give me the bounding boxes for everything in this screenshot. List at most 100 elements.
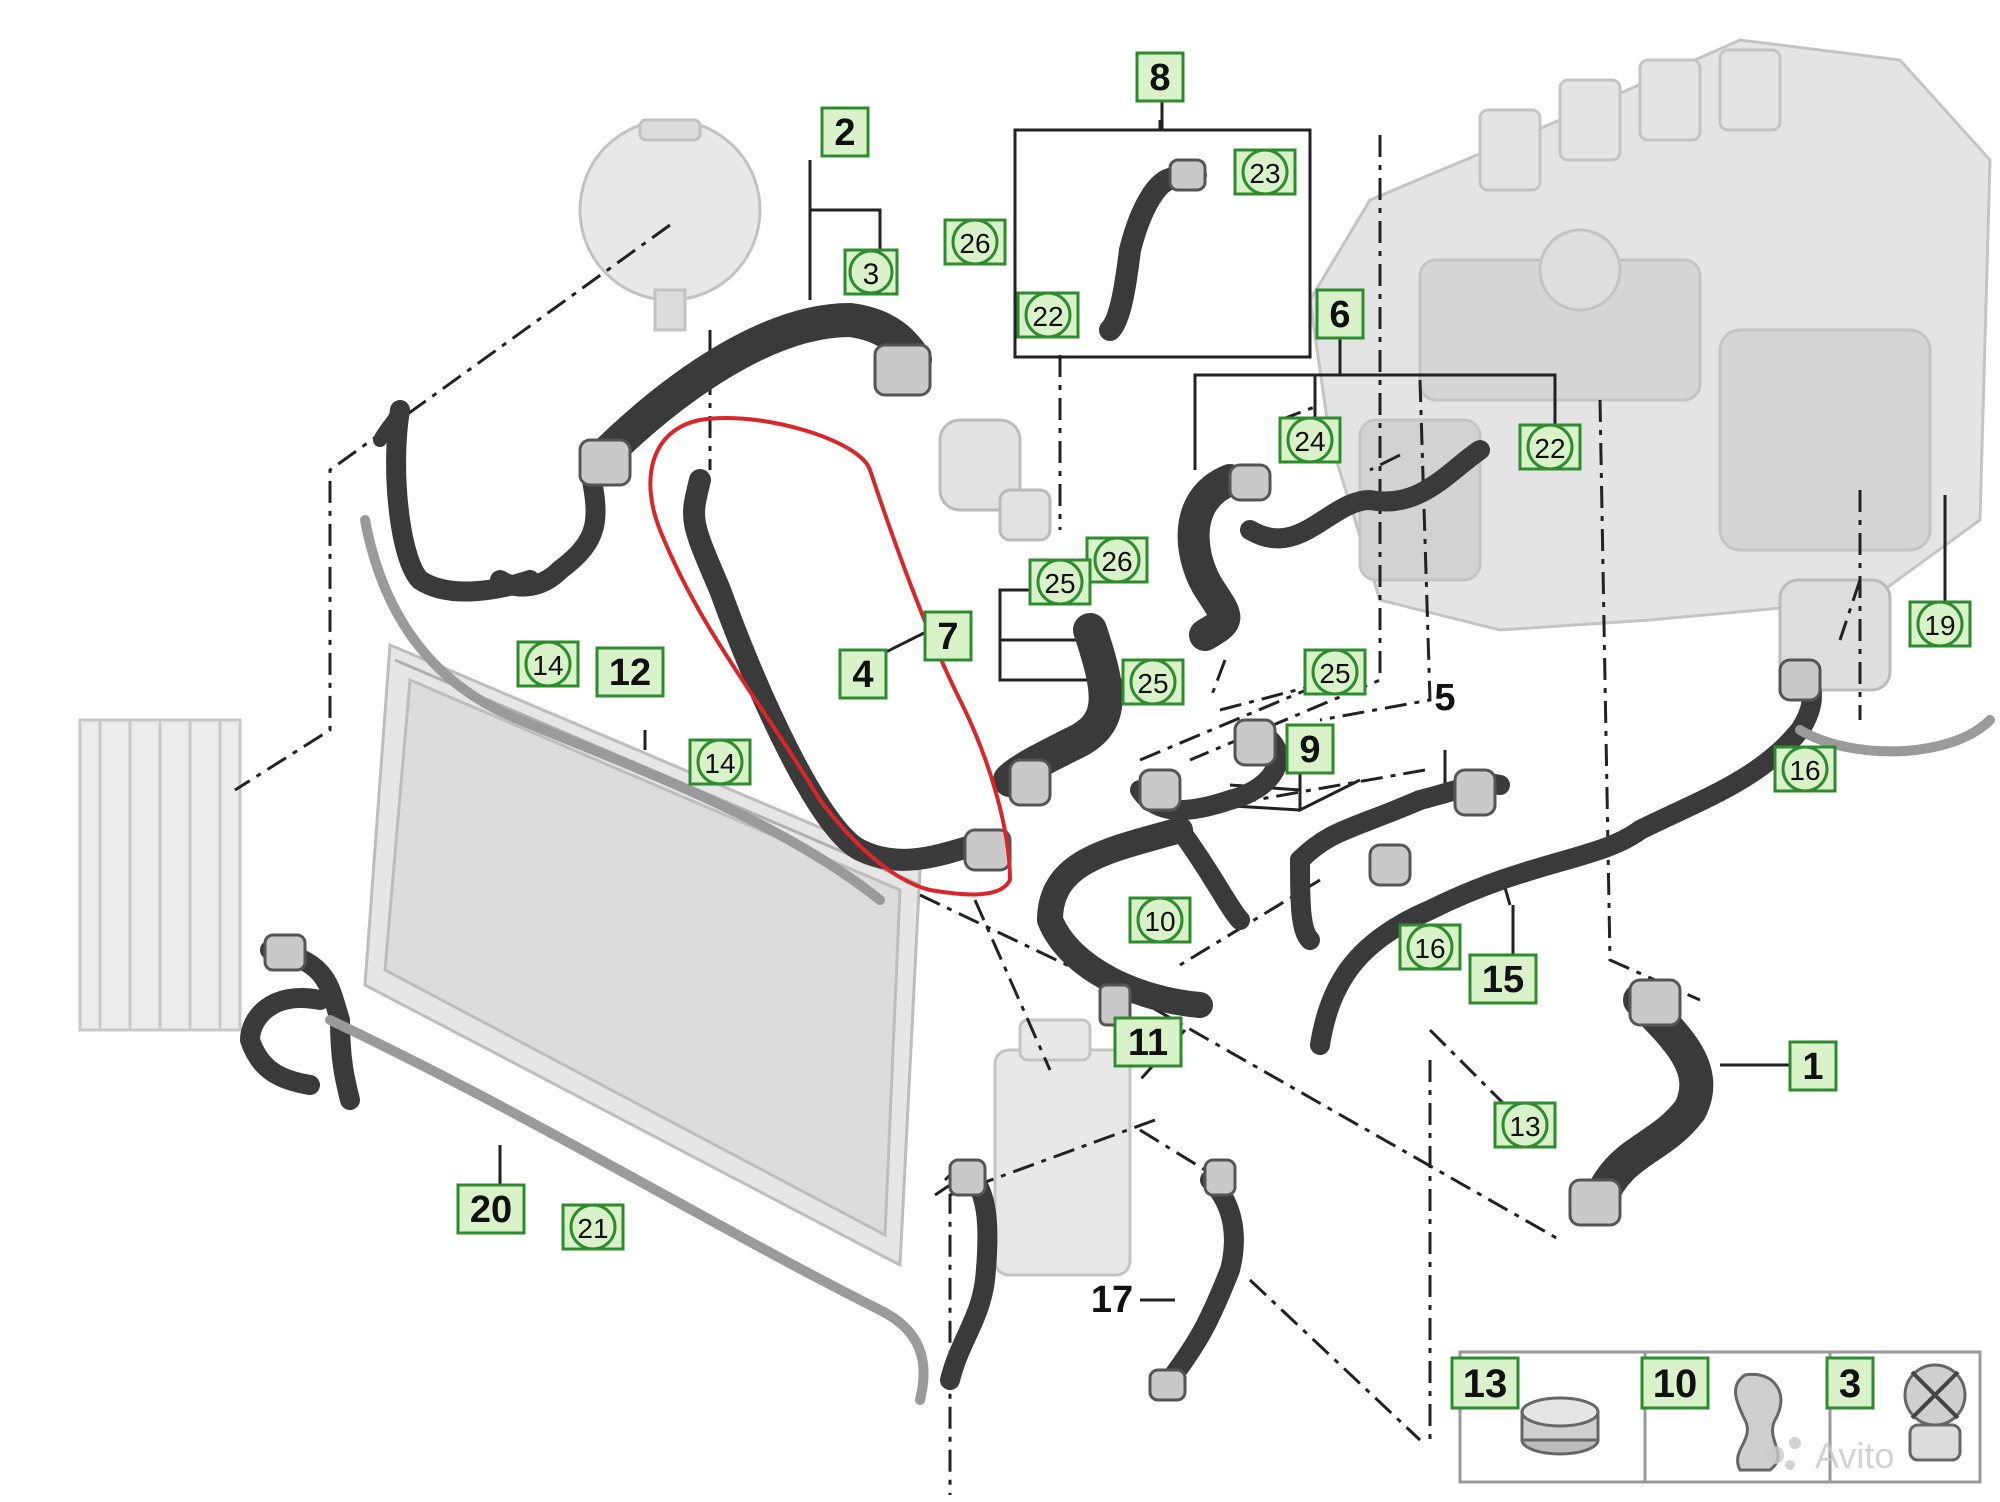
hose-2: [583, 303, 932, 477]
square-label-11: 11: [1113, 1016, 1183, 1068]
pipe-19: [1795, 715, 1995, 757]
hose-2-branch: [490, 460, 606, 597]
svg-text:16: 16: [1414, 933, 1445, 964]
svg-text:9: 9: [1299, 729, 1320, 771]
svg-text:20: 20: [470, 1189, 512, 1231]
svg-text:26: 26: [1101, 546, 1132, 577]
thermostat-housing: [938, 418, 1052, 542]
svg-text:3: 3: [1839, 1362, 1861, 1406]
svg-text:13: 13: [1463, 1362, 1508, 1406]
inset-label-10: 10: [1640, 1356, 1710, 1410]
hose-10b: [1170, 820, 1250, 930]
hose-5b: [1290, 850, 1320, 950]
svg-text:3: 3: [863, 258, 880, 291]
spring-clip-icon: [1903, 1363, 1967, 1462]
circle-label-26-mid: 26: [1085, 536, 1149, 584]
svg-text:1: 1: [1802, 1046, 1823, 1088]
hose-17: [1160, 1170, 1244, 1390]
circle-label-16-left: 16: [1398, 923, 1462, 971]
radiator: [363, 642, 922, 1268]
svg-text:11: 11: [1128, 1022, 1168, 1064]
svg-text:25: 25: [1137, 668, 1168, 699]
svg-text:8: 8: [1149, 57, 1170, 99]
svg-text:14: 14: [704, 748, 735, 779]
inset-label-13: 13: [1450, 1356, 1520, 1410]
circle-label-25-right: 25: [1303, 648, 1367, 696]
svg-text:13: 13: [1509, 1111, 1540, 1142]
circle-label-3: 3: [843, 248, 899, 296]
svg-text:21: 21: [577, 1213, 608, 1244]
square-label-8: 8: [1135, 51, 1185, 103]
square-label-7: 7: [923, 610, 973, 662]
svg-text:5: 5: [1434, 677, 1455, 719]
hose-radiator-low: [940, 1160, 998, 1390]
svg-text:25: 25: [1319, 658, 1350, 689]
hose-3: [373, 403, 407, 447]
svg-text:25: 25: [1044, 568, 1075, 599]
hose-6-right: [1240, 440, 1490, 549]
circle-label-21: 21: [561, 1203, 625, 1251]
svg-text:7: 7: [937, 616, 958, 658]
avito-watermark: Avito: [1766, 1435, 1894, 1476]
svg-text:17: 17: [1091, 1279, 1133, 1321]
leader-lines: [234, 135, 1862, 1495]
circle-label-14-left: 14: [516, 640, 580, 688]
circle-label-16-right: 16: [1773, 745, 1837, 793]
svg-text:Avito: Avito: [1815, 1435, 1894, 1476]
circle-label-13: 13: [1493, 1101, 1557, 1149]
svg-text:23: 23: [1249, 158, 1280, 189]
inset-label-3: 3: [1825, 1356, 1875, 1410]
hose-radiator-left2: [240, 988, 330, 1095]
hose-2-lower: [386, 400, 540, 602]
bracket-lines: [498, 100, 1947, 1302]
circle-label-26-top: 26: [943, 218, 1007, 266]
pipe-20: [325, 1015, 929, 1405]
circle-label-23: 23: [1233, 148, 1297, 196]
svg-text:4: 4: [852, 654, 873, 696]
highlight-outline: [648, 416, 1013, 897]
hose-1: [1583, 983, 1714, 1217]
svg-text:24: 24: [1294, 426, 1325, 457]
circle-label-22-right: 22: [1518, 423, 1582, 471]
svg-text:16: 16: [1789, 755, 1820, 786]
circle-label-25-top: 25: [1028, 558, 1092, 606]
svg-text:22: 22: [1534, 433, 1565, 464]
pipes: [325, 515, 1995, 1405]
hose-7: [993, 613, 1123, 797]
svg-text:12: 12: [609, 652, 651, 694]
square-label-6: 6: [1315, 288, 1365, 340]
fittings: [263, 158, 1822, 1402]
svg-text:19: 19: [1924, 610, 1955, 641]
hose-10: [1037, 817, 1213, 1018]
square-label-20: 20: [456, 1183, 526, 1235]
circle-label-14-mid: 14: [688, 738, 752, 786]
clamp-band-icon: [1520, 1396, 1600, 1456]
inset-panel: 13 10 3: [1450, 1350, 1982, 1484]
circle-label-25-mid: 25: [1121, 658, 1185, 706]
svg-text:6: 6: [1329, 294, 1350, 336]
svg-text:15: 15: [1482, 959, 1524, 1001]
plain-label-17: 17: [1091, 1279, 1133, 1321]
square-label-4: 4: [838, 648, 888, 700]
auxiliary-tank: [993, 1018, 1132, 1277]
clip-icon: [1734, 1372, 1783, 1472]
svg-text:2: 2: [834, 112, 855, 154]
svg-text:22: 22: [1032, 301, 1063, 332]
circle-label-22-top: 22: [1016, 291, 1080, 339]
circle-label-24: 24: [1278, 416, 1342, 464]
condenser: [78, 718, 242, 1032]
svg-text:10: 10: [1653, 1362, 1698, 1406]
square-label-12: 12: [595, 646, 665, 698]
expansion-tank: [578, 118, 762, 332]
engine-block: [1308, 38, 1992, 632]
circle-label-19: 19: [1908, 600, 1972, 648]
square-label-2: 2: [820, 106, 870, 158]
pipe-14: [360, 515, 885, 905]
square-label-9: 9: [1285, 723, 1335, 775]
square-label-15: 15: [1468, 953, 1538, 1005]
svg-text:26: 26: [959, 228, 990, 259]
svg-text:14: 14: [532, 650, 563, 681]
square-label-1: 1: [1788, 1040, 1838, 1092]
circle-label-10: 10: [1128, 896, 1192, 944]
svg-text:10: 10: [1144, 906, 1175, 937]
